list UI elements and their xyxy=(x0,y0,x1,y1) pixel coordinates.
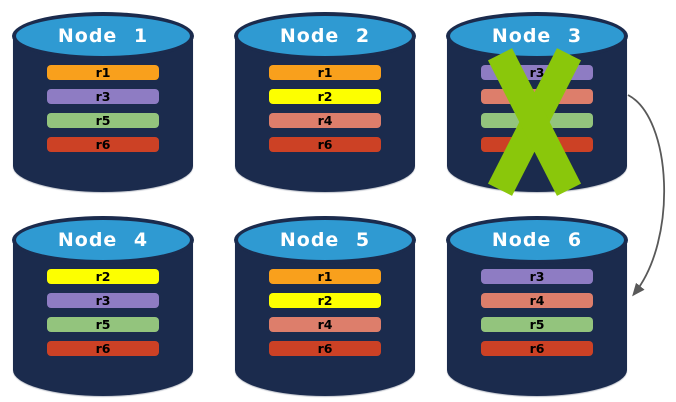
node-label: Node 3 xyxy=(491,25,583,47)
node-label: Node 2 xyxy=(279,25,371,47)
replica-bar: r6 xyxy=(481,341,593,356)
replica-bar: r4 xyxy=(269,113,381,128)
replica-bar: r5 xyxy=(481,317,593,332)
replica-list: r3 r4 r5 r6 xyxy=(481,269,593,365)
node-label: Node 1 xyxy=(57,25,149,47)
replica-list: r1 r2 r4 r6 xyxy=(269,269,381,365)
node-label: Node 4 xyxy=(57,229,149,251)
node-2: Node 2 r1 r2 r4 r6 xyxy=(234,10,416,192)
replica-bar: r1 xyxy=(269,269,381,284)
node-6: Node 6 r3 r4 r5 r6 xyxy=(446,214,628,396)
node-3: Node 3 r3 xyxy=(446,10,628,196)
replica-bar: r4 xyxy=(481,293,593,308)
replica-bar: r4 xyxy=(269,317,381,332)
cylinder-top: Node 4 xyxy=(12,216,194,264)
replica-bar: r6 xyxy=(269,341,381,356)
cylinder-top: Node 6 xyxy=(446,216,628,264)
replica-list: r2 r3 r5 r6 xyxy=(47,269,159,365)
replica-bar: r3 xyxy=(47,89,159,104)
replica-bar: r3 xyxy=(481,269,593,284)
replica-bar: r6 xyxy=(47,341,159,356)
replica-list: r1 r2 r4 r6 xyxy=(269,65,381,161)
arrow-curve xyxy=(627,94,665,297)
replica-bar: r2 xyxy=(47,269,159,284)
node-label: Node 6 xyxy=(491,229,583,251)
replica-bar: r6 xyxy=(269,137,381,152)
cylinder-top: Node 2 xyxy=(234,12,416,60)
replica-bar: r3 xyxy=(47,293,159,308)
replica-bar: r1 xyxy=(47,65,159,80)
cylinder-top: Node 5 xyxy=(234,216,416,264)
node-5: Node 5 r1 r2 r4 r6 xyxy=(234,214,416,396)
replica-bar: r2 xyxy=(269,89,381,104)
replica-bar: r5 xyxy=(47,113,159,128)
node-label: Node 5 xyxy=(279,229,371,251)
failure-x-icon xyxy=(446,10,628,196)
node-1: Node 1 r1 r3 r5 r6 xyxy=(12,10,194,192)
replica-bar: r6 xyxy=(47,137,159,152)
cylinder-top: Node 1 xyxy=(12,12,194,60)
cylinder-top: Node 3 xyxy=(446,12,628,60)
replica-bar: r5 xyxy=(47,317,159,332)
replica-bar: r2 xyxy=(269,293,381,308)
node-4: Node 4 r2 r3 r5 r6 xyxy=(12,214,194,396)
replica-list: r1 r3 r5 r6 xyxy=(47,65,159,161)
replica-bar: r1 xyxy=(269,65,381,80)
